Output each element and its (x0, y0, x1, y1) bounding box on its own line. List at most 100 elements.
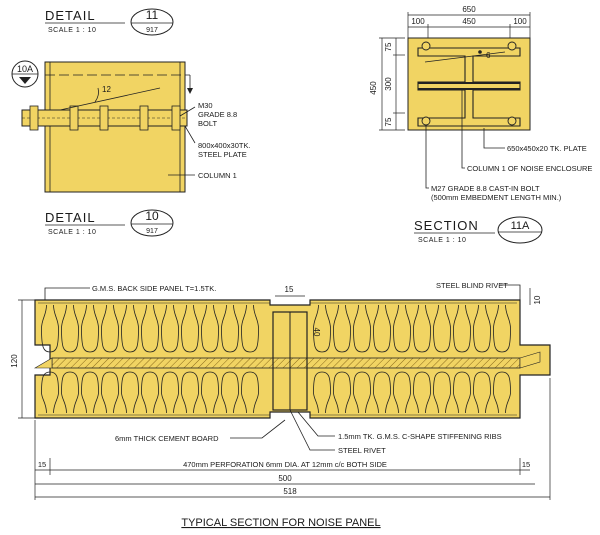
insulation-pod (493, 304, 511, 353)
insulation-pod (201, 371, 219, 414)
insulation-pod (101, 371, 119, 414)
panel-notes: G.M.S. BACK SIDE PANEL T=1.5TK. STEEL BL… (10, 281, 551, 500)
insulation-pod (121, 371, 139, 414)
detail-10-sheet: 917 (146, 228, 158, 235)
section-11a-dims: 650 100 450 100 450 75 300 75 (369, 5, 531, 131)
insulation-pod (393, 304, 411, 353)
insulation-pod (473, 304, 491, 353)
insulation-pod (453, 304, 471, 353)
dim-100-right: 100 (513, 17, 527, 26)
insulation-pod (413, 371, 431, 414)
dim-15-left: 15 (38, 460, 46, 469)
bolt-hole-icon (421, 116, 431, 126)
section-note-bolt-1: M27 GRADE 8.8 CAST-IN BOLT (431, 184, 540, 193)
section-marker-10a: 10A (11, 60, 39, 88)
section-11a-title-block: SECTION SCALE 1 : 10 11A (414, 216, 543, 244)
detail-11-title-block: DETAIL SCALE 1 : 10 11 917 (45, 8, 174, 36)
detail-11-number: 11 (146, 8, 159, 22)
insulation-pod (41, 371, 59, 414)
insulation-pod (313, 371, 331, 414)
insulation-pod (161, 304, 179, 353)
section-11a-plate: 6 (407, 37, 531, 131)
column-note: COLUMN 1 (198, 171, 237, 180)
dim-500: 500 (278, 474, 292, 483)
bolt-group (29, 105, 181, 131)
insulation-pod (181, 371, 199, 414)
insulation-pod (433, 304, 451, 353)
insulation-pod (201, 304, 219, 353)
detail-11-angle: 12 (102, 85, 111, 94)
insulation-pod (81, 371, 99, 414)
detail-11-sheet: 917 (146, 27, 158, 34)
insulation-pod (241, 371, 259, 414)
insulation-pod (81, 304, 99, 353)
insulation-pod (241, 304, 259, 353)
insulation-pod (313, 304, 331, 353)
dim-100-left: 100 (411, 17, 425, 26)
dim-650: 650 (462, 5, 476, 14)
insulation-pod (221, 371, 239, 414)
insulation-pod (141, 371, 159, 414)
plate-note-1: 800x400x30TK. (198, 141, 251, 150)
panel-caption: TYPICAL SECTION FOR NOISE PANEL (181, 517, 380, 529)
insulation-pod (333, 304, 351, 353)
bolt-note-2: GRADE 8.8 (198, 110, 237, 119)
dim-40: 40 (312, 328, 321, 337)
section-11a-scale: SCALE 1 : 10 (418, 237, 466, 244)
dim-300: 300 (384, 77, 393, 91)
insulation-pod (373, 304, 391, 353)
insulation-pod (373, 371, 391, 414)
section-marker-ref: 10A (17, 64, 33, 74)
dim-15-right: 15 (522, 460, 530, 469)
insulation-pod (353, 371, 371, 414)
section-note-bolt-2: (500mm EMBEDMENT LENGTH MIN.) (431, 193, 562, 202)
section-11a-title: SECTION (414, 218, 479, 233)
perforation-note: 470mm PERFORATION 6mm DIA. AT 12mm c/c B… (183, 460, 387, 469)
dim-75-bottom: 75 (384, 117, 393, 126)
detail-11-title: DETAIL (45, 8, 96, 23)
detail-11-scale: SCALE 1 : 10 (48, 27, 96, 34)
detail-10-scale: SCALE 1 : 10 (48, 229, 96, 236)
cement-board-note: 6mm THICK CEMENT BOARD (115, 434, 219, 443)
plate-note-2: STEEL PLATE (198, 150, 247, 159)
section-note-column: COLUMN 1 OF NOISE ENCLOSURE (467, 164, 592, 173)
insulation-pod (61, 371, 79, 414)
insulation-pod (433, 371, 451, 414)
bolt-note-1: M30 (198, 101, 213, 110)
insulation-pod (101, 304, 119, 353)
bolt-hole-icon (421, 41, 431, 51)
insulation-pod (353, 304, 371, 353)
insulation-pod (453, 371, 471, 414)
dim-450: 450 (462, 17, 476, 26)
insulation-pod (473, 371, 491, 414)
dim-10: 10 (533, 295, 542, 304)
detail-10-number: 10 (145, 209, 159, 223)
section-angle: 6 (486, 51, 491, 60)
detail-11-plate: 12 (21, 85, 188, 131)
detail-10-title-block: DETAIL SCALE 1 : 10 10 917 (45, 209, 174, 237)
dim-15-top: 15 (285, 285, 294, 294)
insulation-pod (141, 304, 159, 353)
section-note-plate: 650x450x20 TK. PLATE (507, 144, 587, 153)
detail-11-column (44, 61, 193, 193)
insulation-pod (181, 304, 199, 353)
insulation-pod (221, 304, 239, 353)
dim-450-h: 450 (369, 81, 378, 95)
insulation-pods (41, 304, 511, 414)
insulation-pod (393, 371, 411, 414)
section-11a-number: 11A (511, 220, 530, 232)
dim-120: 120 (10, 354, 19, 368)
detail-11-notes: M30 GRADE 8.8 BOLT 800x400x30TK. STEEL P… (168, 101, 251, 180)
bolt-hole-icon (507, 41, 517, 51)
bolt-hole-icon (507, 116, 517, 126)
back-panel-note: G.M.S. BACK SIDE PANEL T=1.5TK. (92, 284, 216, 293)
insulation-pod (493, 371, 511, 414)
insulation-pod (41, 304, 59, 353)
insulation-pod (413, 304, 431, 353)
detail-10-title: DETAIL (45, 210, 96, 225)
bolt-note-3: BOLT (198, 119, 217, 128)
noise-panel (33, 299, 551, 419)
insulation-pod (333, 371, 351, 414)
section-11a-notes: 650x450x20 TK. PLATE COLUMN 1 OF NOISE E… (425, 88, 592, 202)
